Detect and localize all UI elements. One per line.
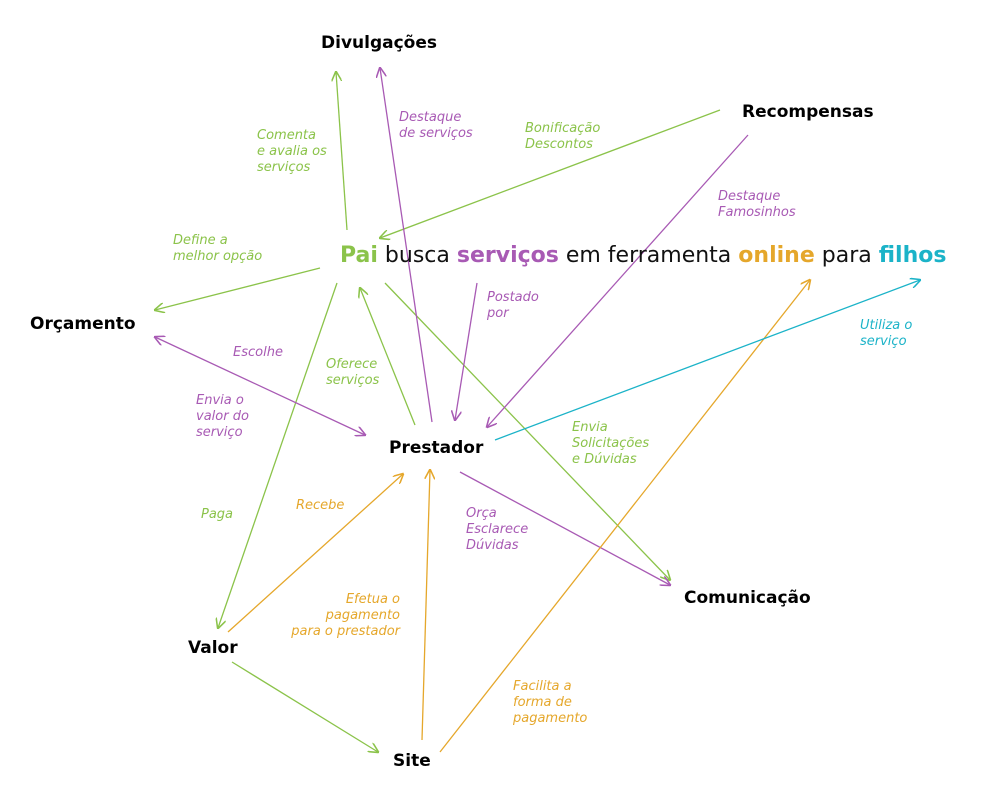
title-segment: busca (377, 243, 457, 268)
edge-recompensas-prestador (487, 134, 749, 427)
label-line: para o prestador (291, 624, 400, 639)
label-line: Envia (572, 420, 608, 435)
label-line: Destaque (399, 110, 462, 125)
label-line: serviços (326, 373, 380, 388)
label-line: Efetua o (345, 592, 400, 607)
label-line: Comenta (257, 128, 316, 143)
label-line: melhor opção (173, 249, 263, 264)
edge-pai-divulgacoes (336, 72, 348, 231)
node-valor: Valor (188, 638, 238, 658)
label-line: pagamento (513, 711, 588, 726)
label-line: Destaque (718, 189, 781, 204)
label-line: Bonificação (525, 121, 601, 136)
label-line: serviço (196, 425, 243, 440)
edge-site-online (439, 280, 810, 753)
page-title: Pai busca serviços em ferramenta online … (340, 243, 946, 268)
label-line: Esclarece (466, 522, 529, 537)
title-segment: filhos (878, 243, 947, 268)
edge-prestador-pai (360, 288, 416, 426)
label-line: Facilita a (513, 679, 572, 694)
label-line: valor do (196, 409, 249, 424)
title-segment: online (738, 243, 815, 268)
title-segment: em ferramenta (558, 243, 739, 268)
title-segment: serviços (456, 243, 559, 268)
edge-pai-prestador (455, 282, 478, 420)
label-line: e avalia os (257, 144, 327, 159)
edge-orcamento-prestador (155, 337, 365, 435)
node-prestador: Prestador (389, 438, 484, 458)
edge-prestador-comunicacao (459, 471, 670, 585)
label-recebe: Recebe (296, 498, 344, 514)
label-line: Postado (487, 290, 539, 305)
node-recompensas: Recompensas (742, 102, 874, 122)
label-line: Envia o (196, 393, 244, 408)
label-line: de serviços (399, 126, 473, 141)
title-segment: para (814, 243, 879, 268)
edge-valor-prestador (227, 474, 403, 633)
edge-recompensas-pai (380, 109, 721, 238)
edge-prestador-divulgacoes (380, 68, 433, 423)
label-line: Descontos (525, 137, 593, 152)
label-line: Solicitações (572, 436, 650, 451)
edge-pai-comunicacao (384, 282, 670, 580)
label-line: serviço (860, 334, 907, 349)
label-line: e Dúvidas (572, 452, 637, 467)
label-line: serviços (257, 160, 311, 175)
label-line: Orça (466, 506, 497, 521)
label-line: Paga (201, 507, 234, 522)
edge-pai-orcamento (155, 267, 321, 310)
edge-site-prestador (421, 470, 430, 741)
label-line: forma de (513, 695, 572, 710)
label-line: Define a (173, 233, 228, 248)
label-line: Recebe (296, 498, 345, 513)
node-site: Site (393, 751, 431, 771)
label-escolhe: Escolhe (233, 345, 283, 361)
label-line: por (487, 306, 509, 321)
edge-prestador-filhos (494, 280, 920, 441)
title-segment: Pai (340, 243, 378, 268)
label-line: Utiliza o (860, 318, 913, 333)
label-line: pagamento (325, 608, 400, 623)
label-line: Escolhe (233, 345, 283, 360)
label-line: Oferece (326, 357, 378, 372)
label-line: Famosinhos (718, 205, 796, 220)
label-paga: Paga (201, 507, 233, 523)
node-comunicacao: Comunicação (684, 588, 811, 608)
edge-pai-valor (218, 282, 338, 628)
label-line: Dúvidas (466, 538, 519, 553)
edge-valor-site (231, 661, 378, 752)
node-orcamento: Orçamento (30, 314, 136, 334)
node-divulgacoes: Divulgações (321, 33, 437, 53)
